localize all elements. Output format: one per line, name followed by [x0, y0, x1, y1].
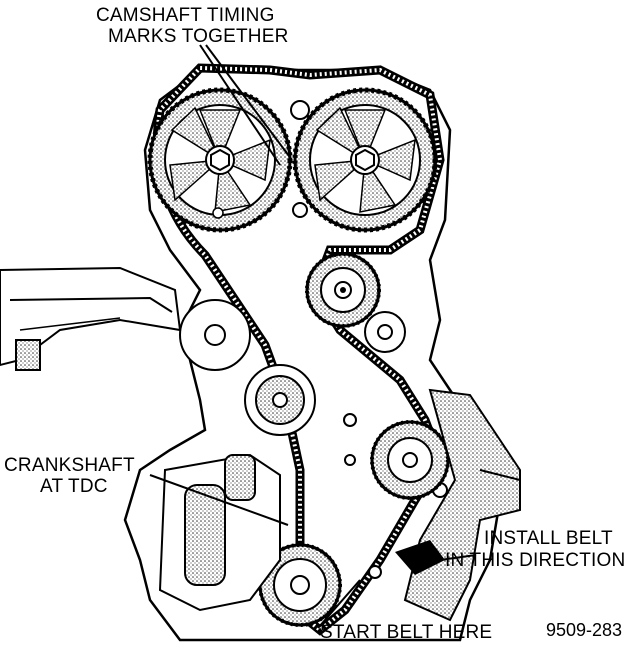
oil-pump-housing — [158, 453, 281, 612]
belt-direction-arrow — [395, 540, 445, 575]
mounting-bosses — [170, 299, 448, 579]
camshaft-label-line1: CAMSHAFT TIMING — [96, 5, 275, 26]
right-camshaft-sprocket — [290, 87, 438, 233]
crankshaft-label-line2: AT TDC — [40, 476, 108, 497]
figure-id: 9509-283 — [546, 620, 623, 640]
install-belt-label-line2: IN THIS DIRECTION — [445, 550, 626, 571]
install-belt-label-line1: INSTALL BELT — [484, 528, 613, 549]
idler-pulley — [305, 252, 381, 328]
start-belt-label: START BELT HERE — [320, 622, 493, 643]
intake-manifold — [0, 266, 182, 371]
tensioner-sprocket — [370, 420, 450, 500]
left-camshaft-sprocket — [147, 87, 293, 233]
crankshaft-label-line1: CRANKSHAFT — [4, 455, 135, 476]
crankshaft-sprocket — [258, 543, 342, 627]
leader-lines — [149, 44, 477, 629]
camshaft-label-line2: MARKS TOGETHER — [108, 26, 289, 47]
